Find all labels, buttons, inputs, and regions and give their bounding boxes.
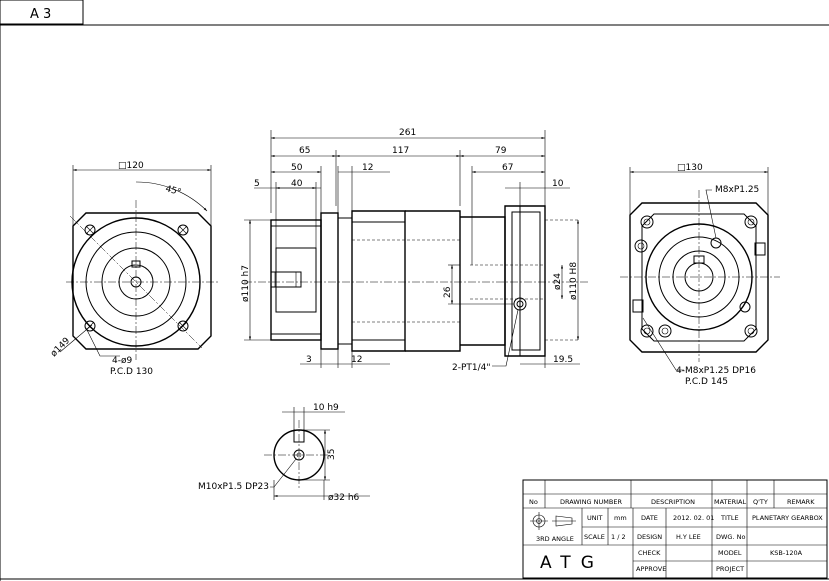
tb-title-value: PLANETARY GEARBOX	[752, 514, 823, 522]
dim-35: 35	[327, 449, 337, 460]
front-view-input-flange: □120 45° ø149 4-ø9 P.C.D 130	[49, 161, 218, 377]
dim-12-top: 12	[362, 163, 373, 173]
tb-description: DESCRIPTION	[651, 498, 695, 506]
tb-date-value: 2012. 02. 01	[673, 514, 714, 522]
dim-117: 117	[392, 146, 409, 156]
projection-symbol	[530, 512, 576, 530]
sheet-size-label: A 3	[30, 7, 51, 22]
dim-3: 3	[306, 355, 312, 365]
dim-50: 50	[291, 163, 303, 173]
tb-project-label: PROJECT	[716, 565, 744, 573]
dim-shaft-110: ø110 h7	[241, 265, 251, 302]
tb-check-label: CHECK	[638, 549, 661, 557]
tb-unit-label: UNIT	[587, 514, 603, 522]
tb-model-value: KSB-120A	[770, 549, 803, 557]
sheet-size-box: A 3	[0, 0, 84, 25]
dim-67: 67	[502, 163, 513, 173]
front-view-output-flange: □130 M8xP1.25 4-M8xP1.25 DP16 P.C.D 145	[620, 163, 780, 387]
tb-design-value: H.Y LEE	[676, 533, 701, 541]
tb-model-label: MODEL	[718, 549, 742, 557]
tb-title-label: TITLE	[720, 514, 739, 522]
title-block: No DRAWING NUMBER DESCRIPTION MATERIAL Q…	[522, 479, 828, 579]
note-port: 2-PT1/4"	[452, 363, 491, 373]
dim-key-10h9: 10 h9	[313, 403, 339, 413]
tb-projection: 3RD ANGLE	[536, 535, 574, 543]
dim-overall-261: 261	[399, 128, 416, 138]
dim-5: 5	[254, 179, 260, 189]
dim-square-120: □120	[118, 161, 144, 171]
tb-drawing-number: DRAWING NUMBER	[560, 498, 622, 506]
tb-scale-value: 1 / 2	[611, 533, 626, 541]
dim-bore-24: ø24	[553, 273, 563, 290]
tb-remark: REMARK	[787, 498, 815, 506]
tb-design-label: DESIGN	[637, 533, 662, 541]
note-holes: 4-ø9	[112, 356, 132, 366]
dim-40: 40	[291, 179, 303, 189]
tb-logo: ATG	[540, 553, 604, 573]
note-thread-m10: M10xP1.5 DP23	[198, 482, 269, 492]
tb-qty: Q'TY	[753, 498, 768, 506]
note-thread-bottom: 4-M8xP1.25 DP16	[676, 366, 756, 376]
tb-dwg-label: DWG. No	[716, 533, 745, 541]
tb-date-label: DATE	[641, 514, 658, 522]
tb-unit-value: mm	[614, 514, 627, 522]
dim-bore-110: ø110 H8	[569, 262, 579, 300]
dim-10-top: 10	[552, 179, 564, 189]
tb-no: No	[529, 498, 538, 506]
dim-square-130: □130	[677, 163, 703, 173]
side-view-gearbox: 261 65 117 79 50 12 67 5 40 10 ø110 h7	[241, 128, 590, 373]
dim-dia-149: ø149	[49, 336, 72, 359]
tb-scale-label: SCALE	[584, 533, 605, 541]
tb-approve-label: APPROVE	[636, 565, 666, 573]
dim-dia-32: ø32 h6	[328, 493, 360, 503]
note-pcd-145: P.C.D 145	[685, 377, 728, 387]
dim-angle-45: 45°	[164, 184, 182, 198]
note-thread-top: M8xP1.25	[715, 185, 759, 195]
dim-26: 26	[443, 286, 453, 298]
dim-19-5: 19.5	[553, 355, 573, 365]
dim-65: 65	[299, 146, 310, 156]
note-pcd-130: P.C.D 130	[110, 367, 153, 377]
shaft-end-detail: 10 h9 35 M10xP1.5 DP23 ø32 h6	[198, 403, 370, 503]
dim-79: 79	[495, 146, 507, 156]
dim-12-bottom: 12	[351, 355, 362, 365]
tb-material: MATERIAL	[714, 498, 747, 506]
